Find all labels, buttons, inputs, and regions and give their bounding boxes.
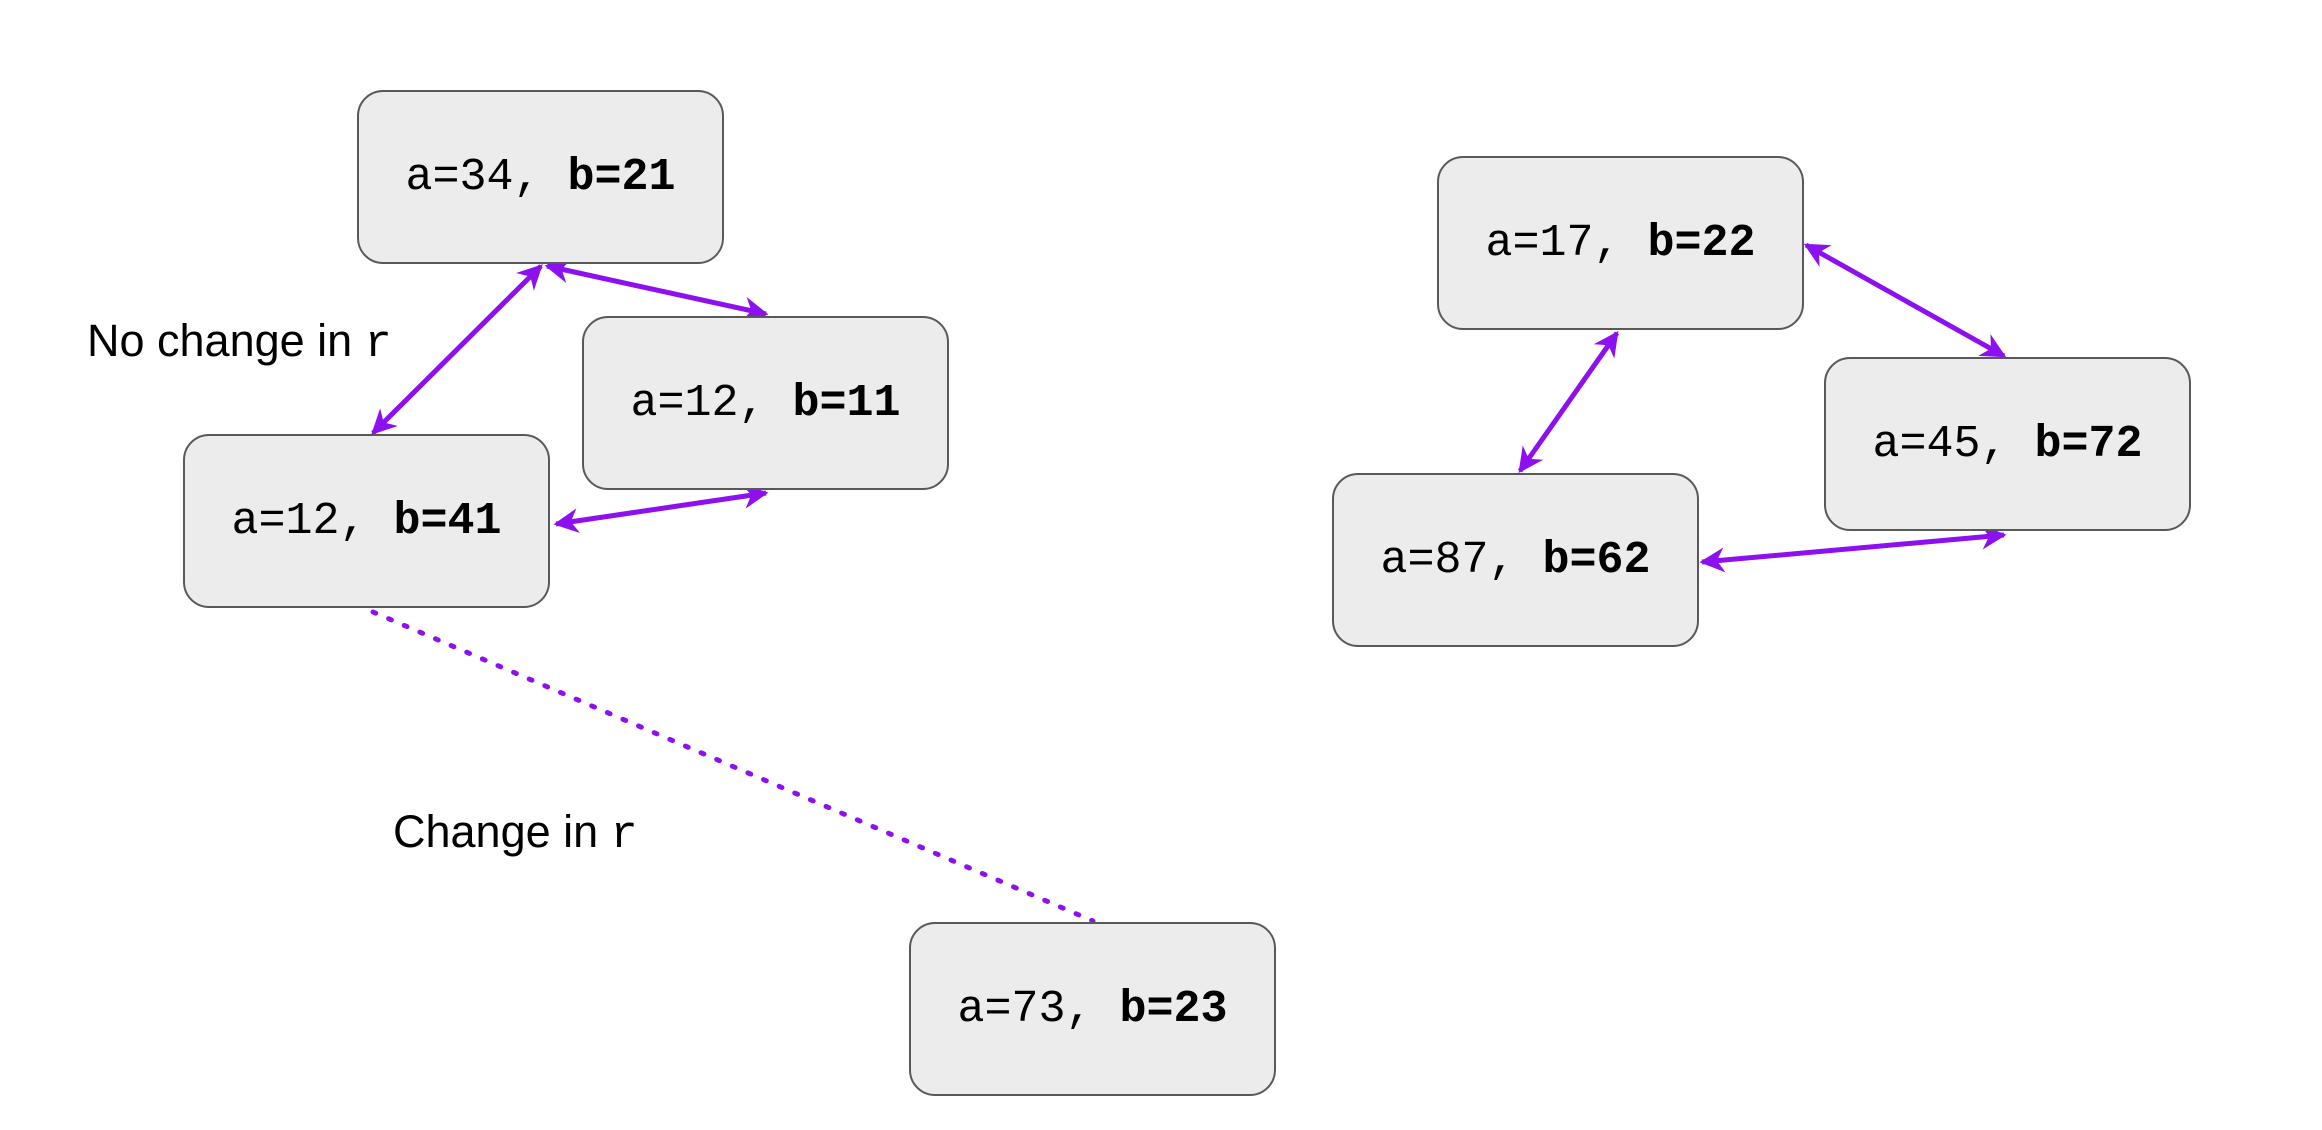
node-b-value: b=11 xyxy=(792,377,901,429)
node-a17-b22: a=17, b=22 xyxy=(1437,156,1804,330)
edge-n3-n4-dotted xyxy=(370,609,1096,924)
caption-no-change: No change in r xyxy=(87,315,392,370)
node-b-value: b=23 xyxy=(1119,983,1228,1035)
edge-n1-n2 xyxy=(544,258,769,322)
node-a-value: a=45, xyxy=(1872,418,2035,470)
caption-no-change-text: No change in xyxy=(87,315,365,366)
node-b-value: b=22 xyxy=(1647,217,1756,269)
node-b-value: b=62 xyxy=(1542,534,1651,586)
caption-change: Change in r xyxy=(393,806,638,861)
edge-n5-n6 xyxy=(1803,242,2007,359)
caption-no-change-var: r xyxy=(364,319,392,370)
node-a73-b23: a=73, b=23 xyxy=(909,922,1276,1096)
node-a45-b72: a=45, b=72 xyxy=(1824,357,2191,531)
node-b-value: b=41 xyxy=(393,495,502,547)
caption-change-var: r xyxy=(610,810,638,861)
caption-change-text: Change in xyxy=(393,806,611,857)
node-a-value: a=12, xyxy=(231,495,394,547)
node-a12-b41: a=12, b=41 xyxy=(183,434,550,608)
node-a34-b21: a=34, b=21 xyxy=(357,90,724,264)
node-a-value: a=17, xyxy=(1485,217,1648,269)
node-b-value: b=21 xyxy=(567,151,676,203)
edge-n2-n3 xyxy=(553,483,769,534)
edge-n5-n7 xyxy=(1517,330,1620,474)
edge-n6-n7 xyxy=(1699,524,2007,573)
edge-n1-n3 xyxy=(371,264,543,435)
node-a-value: a=87, xyxy=(1380,534,1543,586)
node-b-value: b=72 xyxy=(2034,418,2143,470)
node-a12-b11: a=12, b=11 xyxy=(582,316,949,490)
node-a-value: a=12, xyxy=(630,377,793,429)
node-a-value: a=73, xyxy=(957,983,1120,1035)
node-a87-b62: a=87, b=62 xyxy=(1332,473,1699,647)
node-a-value: a=34, xyxy=(405,151,568,203)
